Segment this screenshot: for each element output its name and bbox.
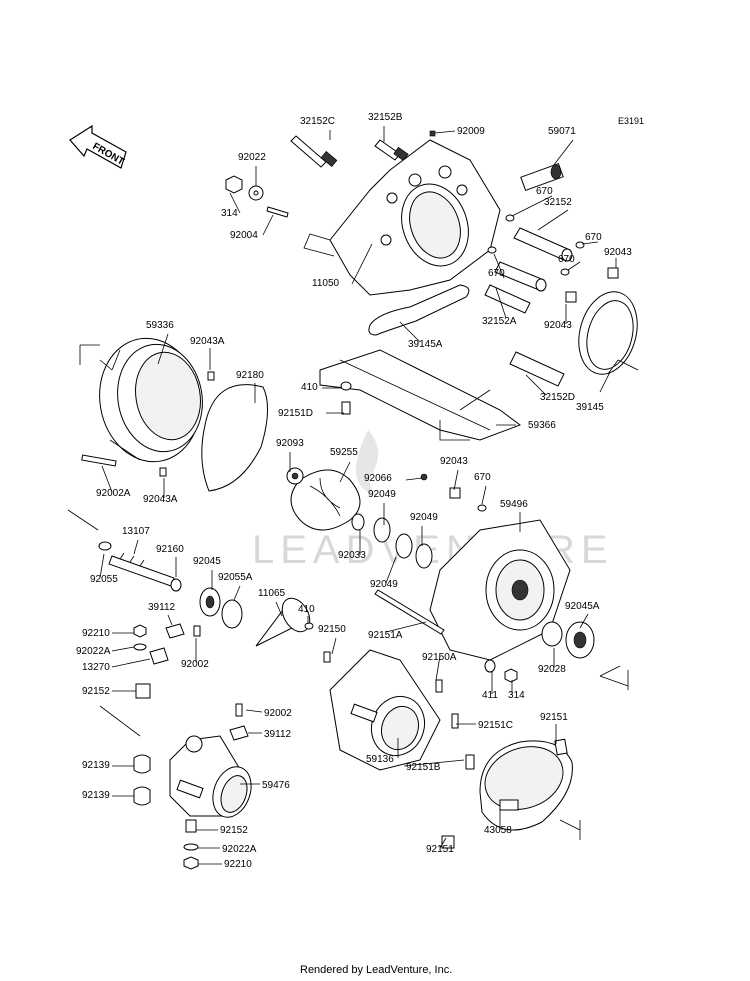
part-label-59255: 59255 [330, 447, 358, 458]
nozzle-group [329, 649, 475, 771]
part-label-670c: 670 [488, 268, 505, 279]
part-label-39145: 39145 [576, 402, 604, 413]
part-label-92043a2: 92043A [143, 494, 178, 505]
part-label-59366: 59366 [528, 420, 556, 431]
part-label-92055: 92055 [90, 574, 118, 585]
part-label-92055a: 92055A [218, 572, 253, 583]
part-label-92152a: 92152 [82, 686, 110, 697]
part-label-92022: 92022 [238, 152, 266, 163]
part-label-411: 411 [482, 690, 498, 701]
part-label-92093: 92093 [276, 438, 304, 449]
part-label-39145a: 39145A [408, 339, 443, 350]
part-label-92150: 92150 [318, 624, 346, 635]
part-label-92151c: 92151C [478, 720, 513, 731]
part-label-314a: 314 [221, 208, 238, 219]
diagram-code: E3191 [618, 116, 644, 126]
part-label-410b: 410 [298, 604, 315, 615]
leader-lines [67, 126, 639, 865]
part-label-92150a: 92150A [422, 652, 457, 663]
part-label-92043c: 92043 [440, 456, 468, 467]
part-label-92180: 92180 [236, 370, 264, 381]
part-label-92151b: 92151B [406, 762, 441, 773]
part-label-59336: 59336 [146, 320, 174, 331]
part-label-39112b: 39112 [264, 729, 292, 740]
part-label-92009: 92009 [457, 126, 485, 137]
part-label-13270: 13270 [82, 662, 110, 673]
part-label-92045: 92045 [193, 556, 221, 567]
part-label-92004: 92004 [230, 230, 258, 241]
part-label-410a: 410 [301, 382, 318, 393]
part-label-11065: 11065 [258, 588, 286, 599]
part-label-92160: 92160 [156, 544, 184, 555]
part-label-670d: 670 [558, 254, 575, 265]
part-label-92043a1: 92043A [190, 336, 225, 347]
part-label-59496: 59496 [500, 499, 528, 510]
front-arrow-icon: FRONT [69, 124, 127, 169]
pump-case-group [374, 487, 595, 693]
part-label-670b: 670 [585, 232, 602, 243]
part-label-92049c: 92049 [370, 579, 398, 590]
part-label-59476: 59476 [262, 780, 290, 791]
part-label-92151a: 92151 [540, 712, 568, 723]
part-label-11050: 11050 [312, 278, 340, 289]
part-label-59071: 59071 [548, 126, 576, 137]
part-label-92002a: 92002A [96, 488, 131, 499]
part-label-92043a: 92043 [604, 247, 632, 258]
part-label-39112a: 39112 [148, 602, 176, 613]
part-label-92045a: 92045A [565, 601, 600, 612]
part-label-92002a: 92002 [181, 659, 209, 670]
pump-cover-housing-group [225, 130, 638, 441]
part-label-32152d: 32152D [540, 392, 575, 403]
part-label-92022a2: 92022A [222, 844, 257, 855]
part-label-92022a1: 92022A [76, 646, 111, 657]
part-label-59136: 59136 [366, 754, 394, 765]
part-label-314b: 314 [508, 690, 525, 701]
part-label-92152b: 92152 [220, 825, 248, 836]
part-label-92049b: 92049 [410, 512, 438, 523]
part-label-92049a: 92049 [368, 489, 396, 500]
part-label-92043b: 92043 [544, 320, 572, 331]
part-label-32152c: 32152C [300, 116, 335, 127]
part-label-92139a: 92139 [82, 760, 110, 771]
part-label-92210b: 92210 [224, 859, 252, 870]
part-label-32152b: 32152B [368, 112, 403, 123]
part-label-92066: 92066 [364, 473, 392, 484]
part-label-92002b: 92002 [264, 708, 292, 719]
part-label-92033: 92033 [338, 550, 366, 561]
part-label-32152: 32152 [544, 197, 572, 208]
part-label-92151a: 92151A [368, 630, 403, 641]
steering-nozzle-group [133, 703, 252, 870]
part-label-92028: 92028 [538, 664, 566, 675]
part-label-670e: 670 [474, 472, 491, 483]
part-label-670a: 670 [536, 186, 553, 197]
part-label-92151b: 92151 [426, 844, 454, 855]
pump-cover-group [81, 337, 268, 492]
part-label-32152a: 32152A [482, 316, 517, 327]
impeller-shaft-group [98, 467, 433, 699]
reverse-bucket-group [441, 738, 573, 849]
part-label-92210a: 92210 [82, 628, 110, 639]
part-label-92139b: 92139 [82, 790, 110, 801]
footer-credit: Rendered by LeadVenture, Inc. [300, 964, 452, 976]
part-label-92151d: 92151D [278, 408, 313, 419]
part-label-43058: 43058 [484, 825, 512, 836]
part-label-13107: 13107 [122, 526, 150, 537]
